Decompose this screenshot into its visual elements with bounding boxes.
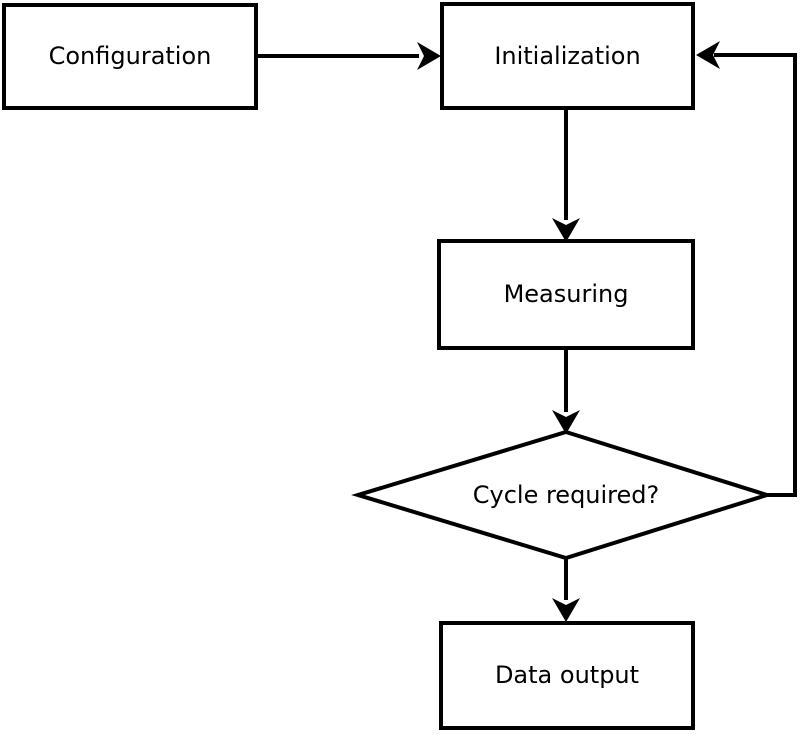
node-measuring: Measuring [437, 239, 695, 350]
node-initialization: Initialization [440, 2, 695, 110]
node-data-output: Data output [439, 621, 695, 730]
node-measuring-label: Measuring [503, 280, 629, 309]
arrowhead-down-icon [552, 218, 580, 242]
node-configuration: Configuration [2, 3, 258, 110]
node-cycle-required-label: Cycle required? [472, 481, 660, 509]
edge-decision-loop-to-initialization [714, 53, 797, 497]
node-configuration-label: Configuration [48, 42, 212, 71]
arrowhead-down-icon [552, 598, 580, 622]
arrowhead-right-icon [417, 42, 441, 70]
arrowhead-left-icon [696, 41, 720, 69]
arrowhead-down-icon [552, 410, 580, 434]
node-data-output-label: Data output [494, 661, 640, 690]
node-initialization-label: Initialization [494, 41, 641, 70]
